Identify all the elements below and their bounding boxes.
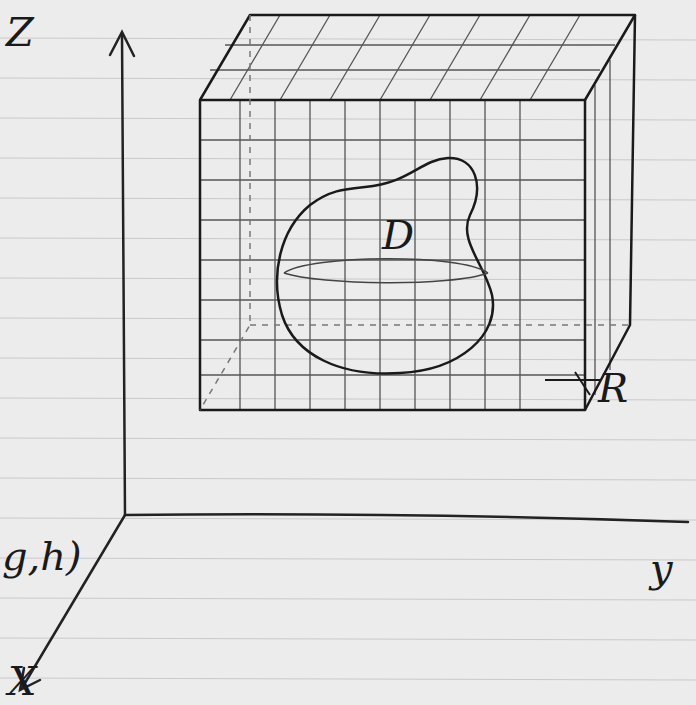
axes	[20, 32, 688, 690]
axis-label: y	[650, 548, 673, 588]
axis-label: g,h)	[2, 536, 82, 576]
box-outline	[200, 15, 635, 410]
axis-label: Z	[6, 12, 34, 52]
box-label: R	[598, 368, 628, 408]
axis-label: X	[8, 661, 36, 701]
region-label: D	[382, 215, 414, 255]
ruled-lines	[0, 38, 696, 680]
grid-lines	[200, 15, 615, 410]
blob-outline	[270, 155, 520, 380]
region-box: RD	[200, 100, 585, 410]
region-blob: D	[270, 155, 520, 380]
